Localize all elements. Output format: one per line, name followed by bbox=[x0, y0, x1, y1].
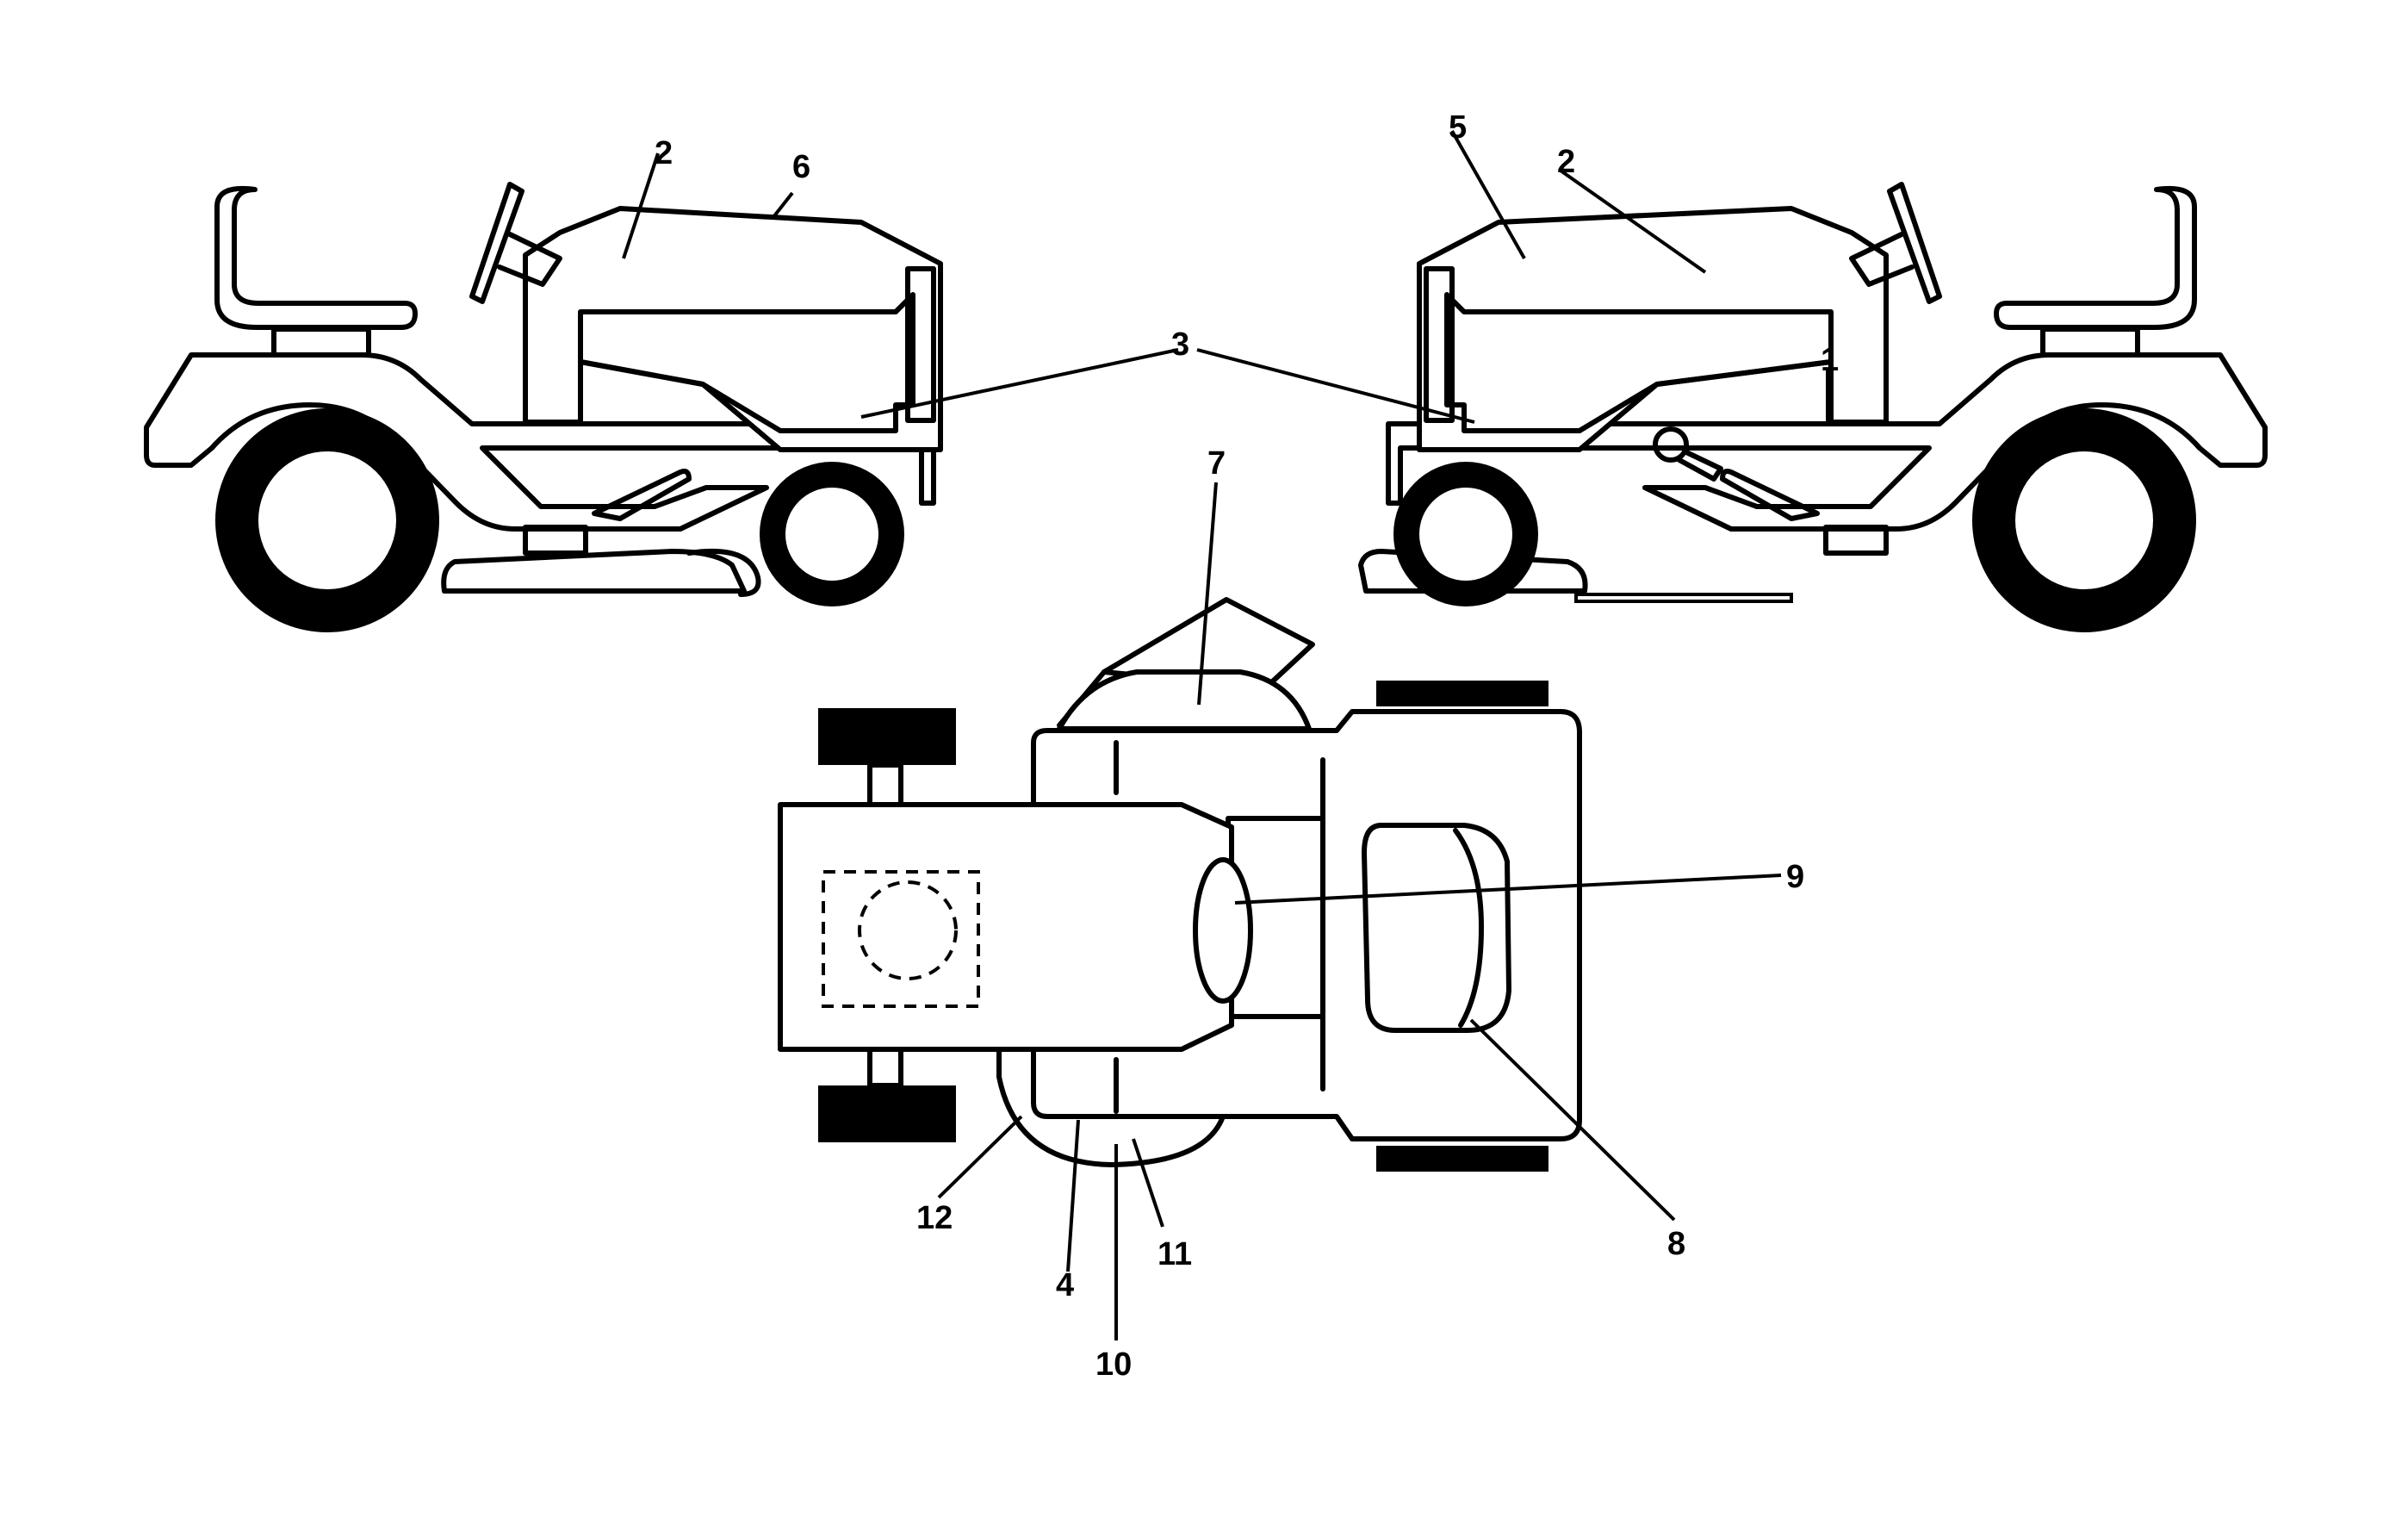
rear-tire-top-right bbox=[818, 1085, 956, 1142]
seat bbox=[1994, 186, 2197, 330]
rear-tire-top-left bbox=[818, 708, 956, 765]
seat-top bbox=[1362, 823, 1511, 1033]
footrest bbox=[1720, 469, 1820, 521]
seat bbox=[214, 186, 418, 330]
footrest bbox=[592, 469, 692, 521]
mower-deck bbox=[441, 549, 747, 594]
steering-wheel bbox=[469, 182, 524, 304]
seat-base bbox=[2040, 327, 2140, 358]
dash-panel bbox=[1193, 857, 1253, 1004]
steering-column bbox=[1849, 232, 1915, 287]
front-tire-top-lower bbox=[1376, 1146, 1548, 1172]
seat-base bbox=[271, 327, 371, 358]
deck-chute bbox=[686, 548, 761, 597]
callout-7: 7 bbox=[1207, 445, 1226, 482]
hood-side-panel bbox=[578, 292, 915, 433]
callout-3: 3 bbox=[1171, 327, 1189, 363]
deck-top bbox=[1057, 669, 1312, 731]
tractor-left-side-view bbox=[144, 182, 943, 632]
ignition-key bbox=[1653, 426, 1723, 482]
front-tire-top-upper bbox=[1376, 681, 1548, 706]
tractor-top-view bbox=[778, 597, 1582, 1172]
callout-10: 10 bbox=[1095, 1347, 1132, 1383]
tractor-right-side-view bbox=[1358, 182, 2268, 632]
leader-lines bbox=[622, 130, 1829, 1340]
callout-1: 1 bbox=[1821, 342, 1839, 378]
deck-hanger bbox=[523, 525, 588, 556]
callout-4: 4 bbox=[1056, 1267, 1074, 1303]
deck-belt bbox=[1574, 593, 1793, 603]
callout-9: 9 bbox=[1786, 859, 1804, 895]
hood bbox=[1417, 206, 1889, 452]
rear-axle-upper bbox=[867, 762, 903, 807]
callout-11: 11 bbox=[1157, 1236, 1192, 1272]
engine-cover bbox=[778, 802, 1234, 1052]
callout-2-right: 2 bbox=[1557, 144, 1575, 180]
seat-back-top bbox=[1453, 828, 1484, 1028]
grille bbox=[1424, 266, 1455, 423]
callout-8: 8 bbox=[1667, 1226, 1685, 1262]
steering-column bbox=[497, 232, 562, 287]
steering-wheel bbox=[1887, 182, 1942, 304]
callout-12: 12 bbox=[916, 1200, 953, 1236]
fuel-cap-dashed bbox=[858, 880, 958, 980]
hood bbox=[523, 206, 943, 452]
deck-hanger bbox=[1823, 525, 1889, 556]
callout-6: 6 bbox=[792, 149, 810, 185]
callout-5: 5 bbox=[1449, 109, 1467, 146]
callout-2-left: 2 bbox=[655, 135, 673, 171]
grille bbox=[905, 266, 936, 423]
